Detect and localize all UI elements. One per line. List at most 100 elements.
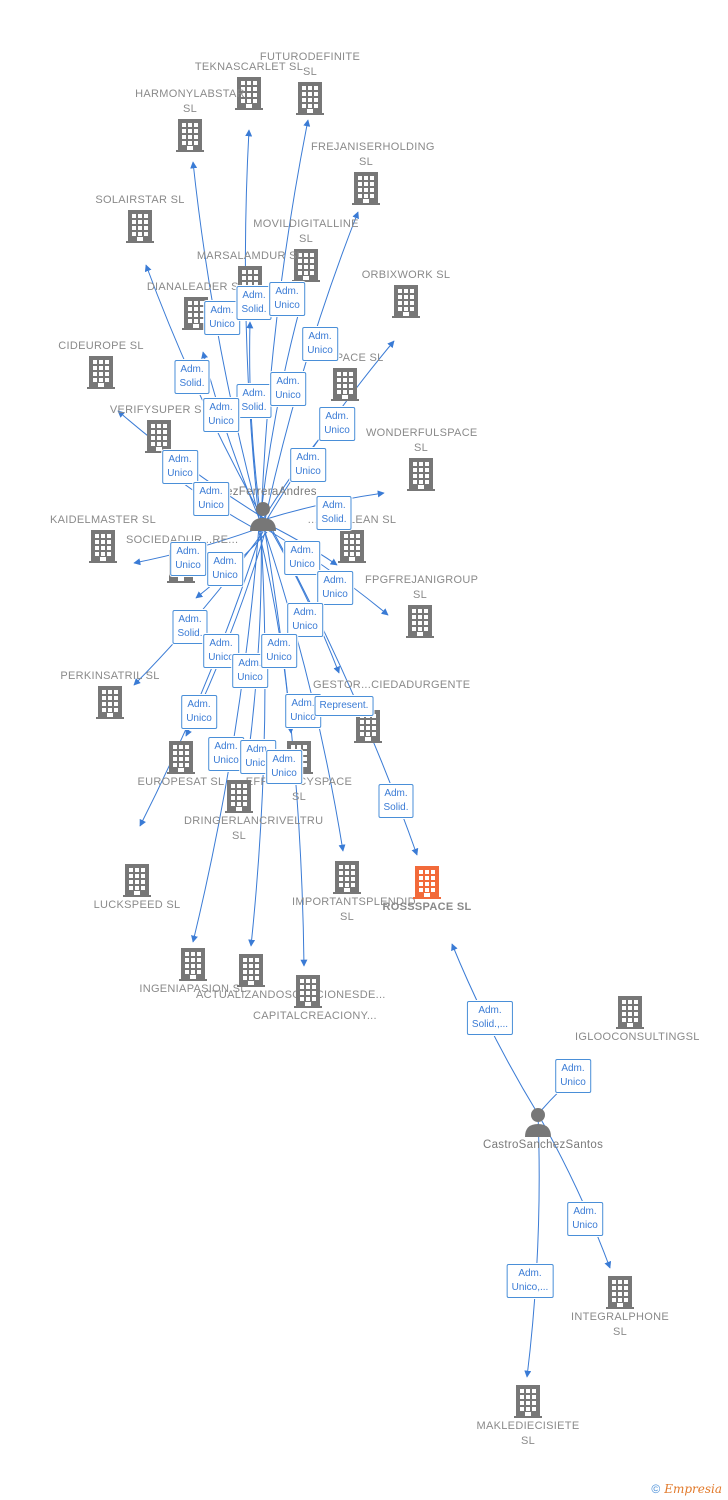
node-label-line: CRIVELTRU SL xyxy=(231,815,324,842)
node-solair[interactable]: SOLAIRSTAR SL xyxy=(85,193,195,244)
building-icon xyxy=(255,80,365,116)
node-label: MARSALAMDUR SL xyxy=(195,249,305,264)
role-badge[interactable]: Adm.Unico xyxy=(284,541,320,575)
node-verify[interactable]: VERIFYSUPER SL xyxy=(104,403,214,454)
node-orbix[interactable]: ORBIXWORK SL xyxy=(351,268,461,319)
role-badge[interactable]: Adm.Unico xyxy=(181,695,217,729)
node-harmony[interactable]: HARMONYLABSTAR SL xyxy=(135,87,245,153)
role-badge[interactable]: Adm.Unico xyxy=(302,327,338,361)
node-label-line: WONDERFUL xyxy=(366,427,440,439)
role-badge-line: Adm. xyxy=(178,614,202,625)
role-badge[interactable]: Adm.Solid. xyxy=(236,286,272,320)
node-label-line: LEADER SL xyxy=(181,281,246,293)
node-integral[interactable]: INTEGRALPHONE SL xyxy=(565,1274,675,1340)
role-badge[interactable]: Adm.Unico,... xyxy=(506,1264,554,1298)
role-badge[interactable]: Adm.Unico xyxy=(567,1202,603,1236)
node-europe[interactable]: EUROPESAT SL xyxy=(126,739,236,790)
node-label: MOVILDIGITALLINE SL xyxy=(251,217,361,247)
node-label-line: SUPER SL xyxy=(151,404,209,416)
role-badge[interactable]: Adm.Unico xyxy=(287,603,323,637)
node-futuro[interactable]: FUTURODEFINITE SL xyxy=(255,50,365,116)
node-capital[interactable]: CAPITALCREACIONY... xyxy=(253,973,377,1024)
node-cid[interactable]: CIDEUROPE SL xyxy=(46,339,156,390)
node-movil[interactable]: MOVILDIGITALLINE SL xyxy=(251,217,361,283)
role-badge-line: Solid. xyxy=(241,304,267,315)
role-badge[interactable]: Adm.Unico xyxy=(319,407,355,441)
role-badge[interactable]: Adm.Unico xyxy=(208,737,244,771)
node-ross[interactable]: ROSSSPACE SL xyxy=(372,864,482,915)
node-label-line: SPACE SL xyxy=(291,776,353,803)
role-badge[interactable]: Adm.Unico xyxy=(203,634,239,668)
role-badge-line: Solid. xyxy=(383,802,409,813)
node-perkins[interactable]: PERKINSATRIL SL xyxy=(55,669,165,720)
node-castro[interactable]: CastroSanchezSantos xyxy=(483,1106,603,1153)
role-badge-line: Adm. xyxy=(209,638,233,649)
role-badge[interactable]: Adm.Unico xyxy=(162,450,198,484)
role-badge[interactable]: Adm.Solid. xyxy=(316,496,352,530)
node-label-line: SPLENDID SL xyxy=(339,896,416,923)
role-badge[interactable]: Adm.Unico xyxy=(266,750,302,784)
role-badge[interactable]: Adm.Solid. xyxy=(174,360,210,394)
node-label-line: INGENIA xyxy=(139,983,187,995)
node-label: TEKNASCARLET SL xyxy=(194,60,304,75)
node-label: SOLAIRSTAR SL xyxy=(85,193,195,208)
role-badge-line: Adm. xyxy=(246,744,270,755)
node-kaidel[interactable]: KAIDELMASTER SL xyxy=(48,513,158,564)
node-gestor[interactable]: GESTOR...CIEDADURGENTE SL xyxy=(313,678,470,744)
role-badge-line: Unico xyxy=(209,319,235,330)
role-badge[interactable]: Adm.Unico xyxy=(261,634,297,668)
node-igloo[interactable]: IGLOOCONSULTINGSL xyxy=(575,994,699,1045)
person-icon xyxy=(483,1106,593,1138)
node-label-line: Santos xyxy=(565,1139,604,1151)
role-badge[interactable]: Adm.Unico xyxy=(193,482,229,516)
role-badge[interactable]: Adm.Unico xyxy=(269,282,305,316)
building-icon xyxy=(565,1274,675,1310)
node-label: CAPITALCREACIONY... xyxy=(253,1009,377,1024)
node-frejaniser[interactable]: FREJANISERHOLDING SL xyxy=(311,140,434,206)
role-badge[interactable]: Adm.Unico xyxy=(170,542,206,576)
role-badge[interactable]: Adm.Unico xyxy=(270,372,306,406)
node-label-line: PHONE SL xyxy=(612,1311,670,1338)
node-diana[interactable]: DIANALEADER SL xyxy=(141,280,251,331)
role-badge[interactable]: Adm.Solid. xyxy=(236,384,272,418)
role-badge[interactable]: Adm.Unico xyxy=(203,398,239,432)
role-badge-line: Unico xyxy=(324,425,350,436)
role-badge[interactable]: Adm.Unico xyxy=(290,448,326,482)
node-tekna[interactable]: TEKNASCARLET SL xyxy=(194,60,304,111)
role-badge[interactable]: Adm.Solid. xyxy=(378,784,414,818)
node-makle[interactable]: MAKLEDIECISIETE SL xyxy=(473,1383,583,1449)
role-badge[interactable]: Adm.Unico xyxy=(207,552,243,586)
role-badge-line: Adm. xyxy=(176,546,200,557)
node-luck[interactable]: LUCKSPEED SL xyxy=(82,862,192,913)
node-ingenia[interactable]: INGENIAPASION SL xyxy=(138,946,248,997)
node-fpg[interactable]: FPGFREJANIGROUP SL xyxy=(365,573,478,639)
role-badge-line: Adm. xyxy=(187,699,211,710)
role-badge[interactable]: Adm.Solid. xyxy=(172,610,208,644)
role-badge-line: Adm. xyxy=(276,376,300,387)
role-badge-line: Adm. xyxy=(478,1005,502,1016)
building-icon xyxy=(351,283,461,319)
building-icon xyxy=(311,170,421,206)
role-badge[interactable]: Adm.Unico xyxy=(317,571,353,605)
node-label-line: FREJANI xyxy=(388,574,437,586)
role-badge-line: Solid. xyxy=(321,514,347,525)
node-actualizando[interactable]: ACTUALIZANDOSOLUCIONESDE... xyxy=(196,952,385,1003)
copyright-footer[interactable]: © Empresia xyxy=(651,1482,722,1496)
node-label-line: Castro xyxy=(483,1139,519,1151)
role-badge[interactable]: Adm.Unico xyxy=(232,654,268,688)
node-dringer[interactable]: DRINGERLANCRIVELTRU SL xyxy=(184,778,323,844)
node-label: CIDEUROPE SL xyxy=(46,339,156,354)
node-important[interactable]: IMPORTANTSPLENDID SL xyxy=(292,859,416,925)
role-badge[interactable]: Adm.Unico xyxy=(204,301,240,335)
role-badge-line: Unico xyxy=(295,466,321,477)
role-badge[interactable]: Represent. xyxy=(314,696,374,716)
node-wonderful[interactable]: WONDERFULSPACE SL xyxy=(366,426,477,492)
node-label-line: ACTUALIZANDO xyxy=(196,989,285,1001)
node-label: DRINGERLANCRIVELTRU SL xyxy=(184,814,323,844)
building-icon xyxy=(365,603,475,639)
role-badge[interactable]: Adm.Unico xyxy=(555,1059,591,1093)
node-lab[interactable]: LABSPACE SL xyxy=(290,351,400,402)
node-label: IGLOOCONSULTINGSL xyxy=(575,1030,699,1045)
role-badge[interactable]: Adm.Solid.,... xyxy=(466,1001,514,1035)
node-label-line: EUROPE xyxy=(137,776,186,788)
